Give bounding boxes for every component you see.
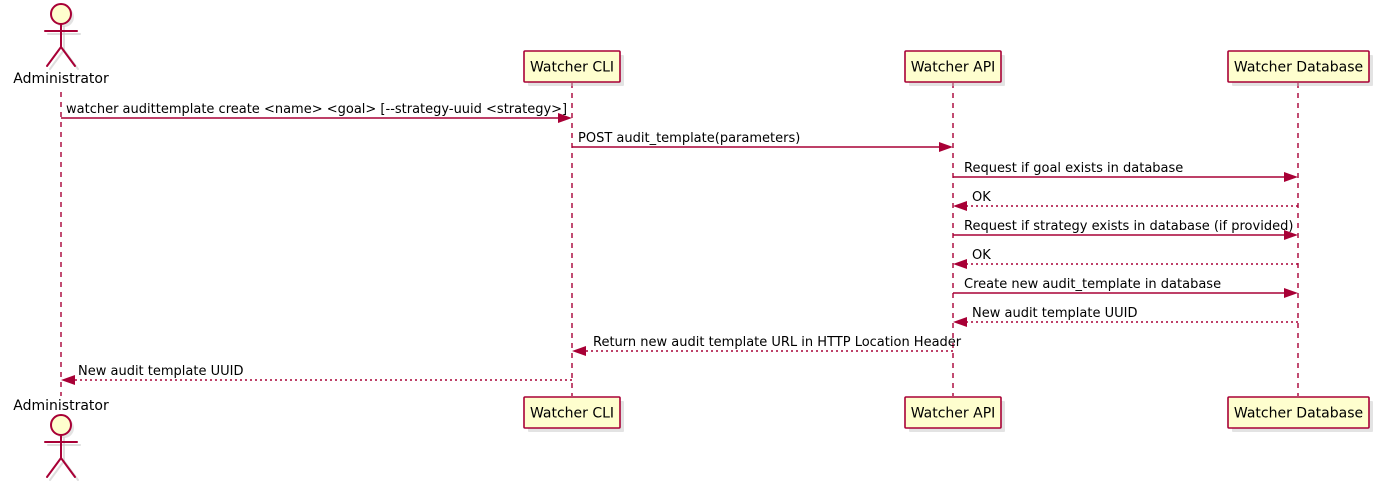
actor-leg-left-icon-bottom (46, 457, 62, 478)
participant-administrator-top[interactable]: Administrator (13, 3, 109, 87)
message-2: POST audit_template(parameters) (572, 131, 953, 152)
participant-box-watcher-database-top[interactable] (1227, 50, 1370, 83)
message-label-7: Create new audit_template in database (964, 277, 1221, 292)
message-7: Create new audit_template in database (953, 277, 1298, 298)
message-10: New audit template UUID (61, 364, 572, 385)
message-arrowhead-7 (1284, 288, 1298, 298)
message-arrowhead-5 (1284, 230, 1298, 240)
actor-leg-right-icon (60, 46, 76, 67)
message-4: OK (953, 190, 1298, 211)
participant-watcher-cli-top[interactable]: Watcher CLI (523, 50, 624, 86)
participant-box-watcher-cli-top[interactable] (523, 50, 621, 83)
message-9: Return new audit template URL in HTTP Lo… (572, 335, 962, 356)
actor-leg-right-icon-bottom (60, 457, 76, 478)
participant-watcher-api-top[interactable]: Watcher API (904, 50, 1005, 86)
message-arrowhead-10 (61, 375, 75, 385)
message-arrowhead-6 (953, 259, 967, 269)
message-8: New audit template UUID (953, 306, 1298, 327)
actor-leg-left-icon (46, 46, 62, 67)
participant-watcher-database-bottom[interactable]: Watcher Database (1227, 396, 1373, 432)
participant-watcher-api-bottom[interactable]: Watcher API (904, 396, 1005, 432)
message-arrowhead-1 (558, 113, 572, 123)
message-label-9: Return new audit template URL in HTTP Lo… (593, 335, 962, 350)
message-1: watcher audittemplate create <name> <goa… (61, 102, 572, 123)
participant-watcher-cli-bottom[interactable]: Watcher CLI (523, 396, 624, 432)
message-label-6: OK (972, 248, 991, 263)
participant-watcher-database-top[interactable]: Watcher Database (1227, 50, 1373, 86)
participant-label-watcher-api-bottom: Watcher API (911, 406, 996, 422)
message-label-2: POST audit_template(parameters) (578, 131, 800, 146)
message-6: OK (953, 248, 1298, 269)
participant-label-administrator-top: Administrator (13, 71, 109, 87)
actor-head-icon (50, 3, 72, 25)
participant-label-watcher-cli-top: Watcher CLI (530, 60, 614, 76)
message-arrowhead-2 (939, 142, 953, 152)
message-arrowhead-4 (953, 201, 967, 211)
message-label-4: OK (972, 190, 991, 205)
message-label-5: Request if strategy exists in database (… (964, 219, 1293, 234)
lifelines (60, 83, 1299, 396)
message-arrowhead-9 (572, 346, 586, 356)
message-3: Request if goal exists in database (953, 161, 1298, 182)
participant-label-watcher-database-bottom: Watcher Database (1234, 406, 1363, 422)
message-arrowhead-8 (953, 317, 967, 327)
participant-label-administrator-bottom: Administrator (13, 398, 109, 414)
participant-box-watcher-cli-bottom[interactable] (523, 396, 621, 429)
actor-head-icon-bottom (50, 414, 72, 436)
message-label-1: watcher audittemplate create <name> <goa… (66, 102, 567, 117)
participant-administrator-bottom[interactable]: Administrator (13, 398, 109, 481)
participant-box-watcher-database-bottom[interactable] (1227, 396, 1370, 429)
participant-box-watcher-api-top[interactable] (904, 50, 1002, 83)
participant-label-watcher-cli-bottom: Watcher CLI (530, 406, 614, 422)
participant-box-watcher-api-bottom[interactable] (904, 396, 1002, 429)
message-arrowhead-3 (1284, 172, 1298, 182)
participant-label-watcher-database-top: Watcher Database (1234, 60, 1363, 76)
message-label-8: New audit template UUID (972, 306, 1137, 321)
message-label-3: Request if goal exists in database (964, 161, 1183, 176)
participant-label-watcher-api-top: Watcher API (911, 60, 996, 76)
message-5: Request if strategy exists in database (… (953, 219, 1298, 240)
message-label-10: New audit template UUID (78, 364, 243, 379)
